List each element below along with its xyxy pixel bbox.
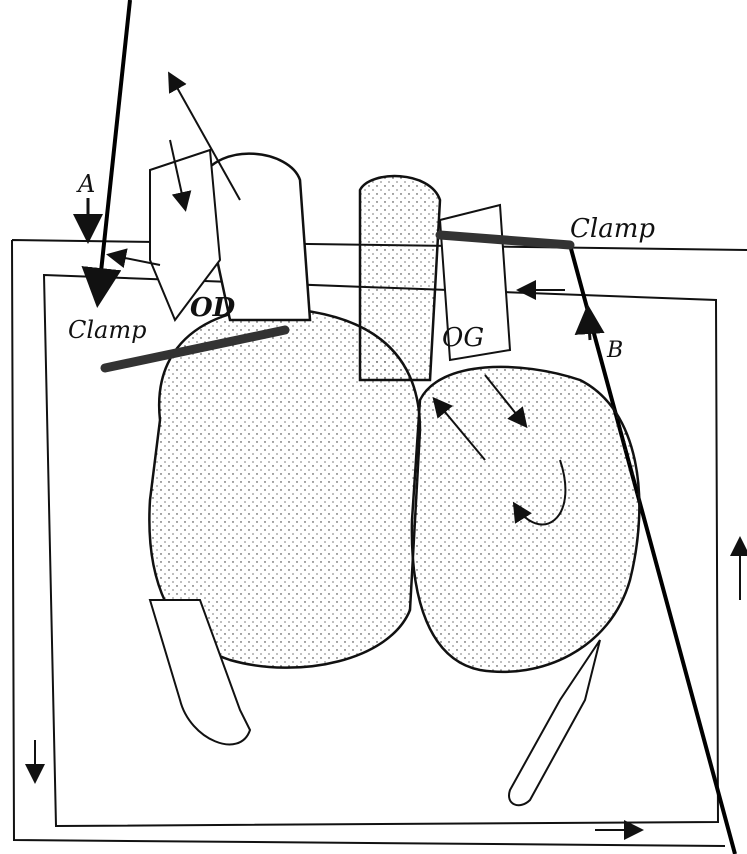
chamber-od-label: OD (190, 295, 235, 321)
aorta (360, 176, 440, 380)
marker-b-label: B (607, 340, 623, 362)
chamber-og-label: OG (442, 325, 484, 351)
clamp-right-label: Clamp (570, 216, 655, 242)
arrow-icon-6 (588, 310, 590, 340)
marker-a-label: A (78, 172, 95, 196)
clamp-left-label: Clamp (68, 318, 146, 342)
